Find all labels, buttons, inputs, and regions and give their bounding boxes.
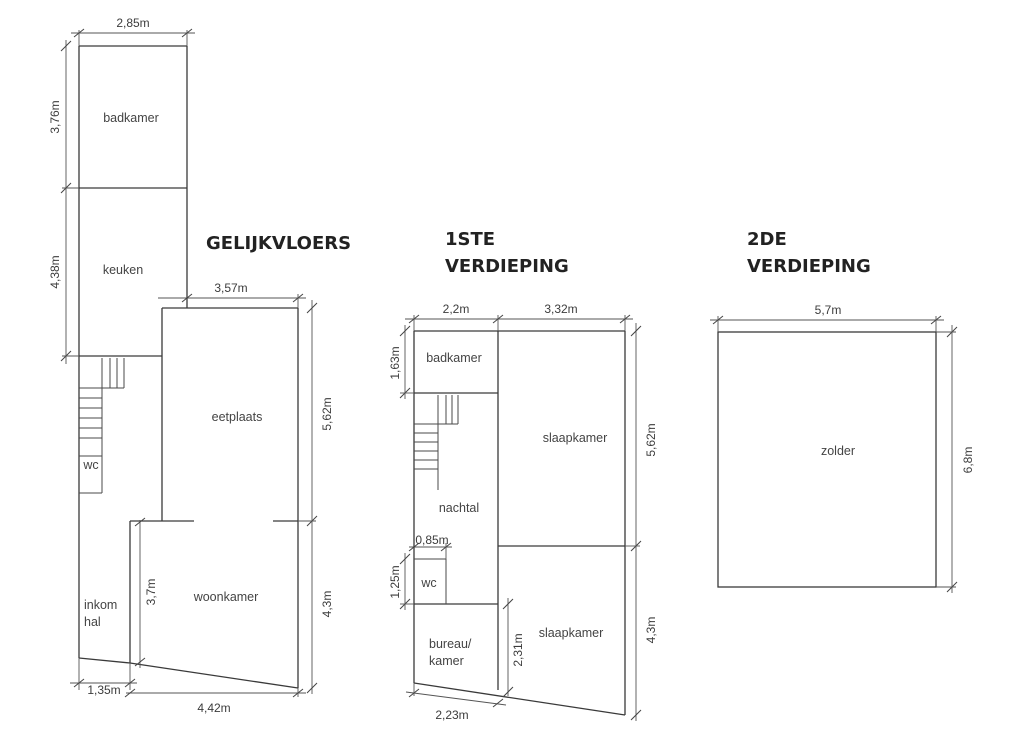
dim-ground-top-width: 2,85m (116, 16, 149, 30)
first-dimension-lines: 2,2m 3,32m 1,63m 0,85m 1,25m 2,31m (388, 302, 658, 722)
room-label-zolder: zolder (821, 444, 855, 458)
dim-first-left-width: 2,2m (443, 302, 470, 316)
dim-ground-keuken-height: 4,38m (48, 255, 62, 288)
title-1ste-line1: 1STE (445, 229, 495, 250)
dim-first-wc-width: 0,85m (415, 533, 448, 547)
dim-ground-hal-width: 1,35m (87, 683, 120, 697)
ground-staircase (79, 358, 125, 494)
ground-floor-walls (78, 45, 299, 689)
room-label-slaapkamer-2: slaapkamer (539, 626, 604, 640)
room-label-wc: wc (82, 458, 98, 472)
room-label-wc-1: wc (420, 576, 436, 590)
title-2de-line1: 2DE (747, 229, 787, 250)
dim-ground-woonkamer-width: 4,42m (197, 701, 230, 715)
room-label-woonkamer: woonkamer (193, 590, 259, 604)
dim-ground-woonkamer-height-inner: 3,7m (144, 579, 158, 606)
dim-first-bureau-width: 2,23m (435, 708, 468, 722)
second-floor-plan: zolder 5,7m 6,8m (710, 303, 975, 593)
room-label-inkomhal-line2: hal (84, 615, 101, 629)
first-room-labels: badkamer slaapkamer nachtal wc slaapkame… (420, 351, 607, 668)
title-gelijkvloers: GELIJKVLOERS (206, 233, 351, 254)
first-floor-plan: badkamer slaapkamer nachtal wc slaapkame… (388, 302, 658, 722)
dim-first-right-width: 3,32m (544, 302, 577, 316)
dim-first-slaapkamer-depth: 5,62m (644, 423, 658, 456)
dim-second-depth: 6,8m (961, 447, 975, 474)
floor-titles: GELIJKVLOERS 1STE VERDIEPING 2DE VERDIEP… (206, 229, 871, 277)
dim-first-slaapkamer2-height: 4,3m (644, 617, 658, 644)
room-label-bureau-line2: kamer (429, 654, 464, 668)
dim-first-wc-height: 1,25m (388, 565, 402, 598)
room-label-bureau-line1: bureau/ (429, 637, 472, 651)
room-label-badkamer-1: badkamer (426, 351, 482, 365)
ground-dimension-lines: 2,85m 3,76m 4,38m 3,57m 5,62m 4,3m (48, 16, 334, 715)
first-floor-walls (413, 330, 626, 716)
dim-ground-woonkamer-height-outer: 4,3m (320, 591, 334, 618)
room-label-badkamer: badkamer (103, 111, 159, 125)
dim-ground-eetplaats-width: 3,57m (214, 281, 247, 295)
dim-first-badkamer-height: 1,63m (388, 346, 402, 379)
second-dimension-lines: 5,7m 6,8m (710, 303, 975, 593)
room-label-keuken: keuken (103, 263, 143, 277)
dim-ground-badkamer-height: 3,76m (48, 100, 62, 133)
room-label-slaapkamer-1: slaapkamer (543, 431, 608, 445)
room-label-eetplaats: eetplaats (212, 410, 263, 424)
dim-first-bureau-height: 2,31m (511, 633, 525, 666)
dim-ground-eetplaats-depth: 5,62m (320, 397, 334, 430)
first-staircase (414, 395, 459, 490)
ground-floor-plan: badkamer keuken eetplaats wc woonkamer i… (48, 16, 334, 715)
title-1ste-line2: VERDIEPING (445, 256, 569, 277)
dim-second-width: 5,7m (815, 303, 842, 317)
title-2de-line2: VERDIEPING (747, 256, 871, 277)
room-label-inkomhal-line1: inkom (84, 598, 117, 612)
second-floor-walls (717, 331, 937, 588)
ground-room-labels: badkamer keuken eetplaats wc woonkamer i… (82, 111, 262, 629)
room-label-nachtal: nachtal (439, 501, 479, 515)
